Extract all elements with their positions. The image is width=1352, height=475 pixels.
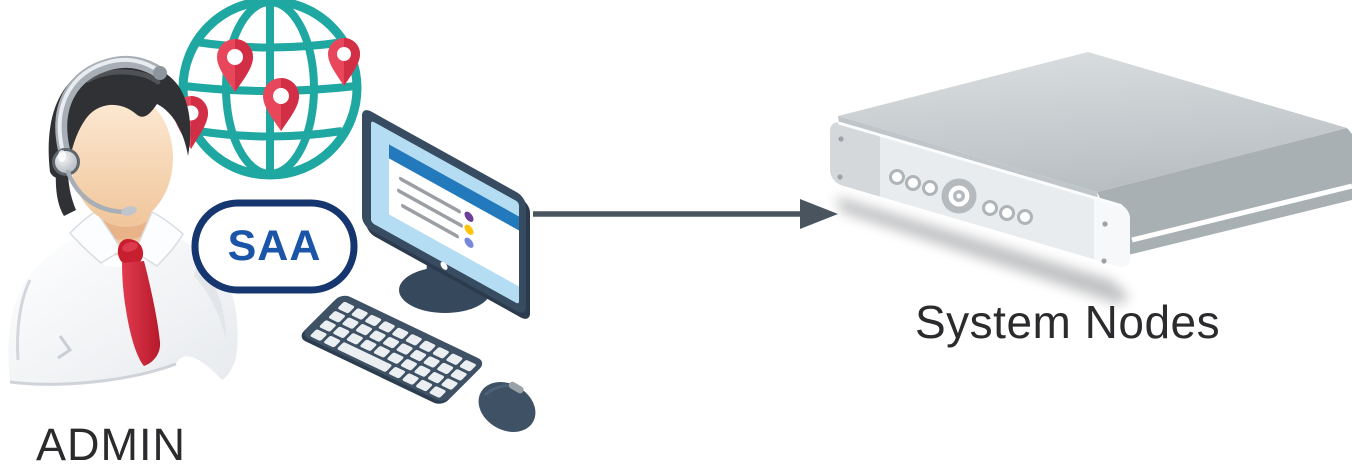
- globe-latitude-upper: [195, 38, 345, 52]
- keyboard-keys: [310, 302, 476, 398]
- location-pin: [263, 77, 300, 131]
- saa-badge: [191, 199, 358, 294]
- face: [71, 92, 173, 224]
- saa-badge-label: SAA: [227, 222, 322, 270]
- collar-left: [68, 209, 124, 264]
- screen-list-lines: [397, 176, 463, 239]
- panel-right-cap: [1094, 196, 1130, 267]
- hair: [48, 61, 191, 178]
- tie: [122, 261, 161, 366]
- mouse-wheel: [508, 381, 524, 394]
- monitor-neck: [425, 262, 474, 309]
- shirt-crease-left: [16, 279, 32, 361]
- mic-tip: [121, 206, 137, 216]
- monitor-icon: [362, 110, 530, 319]
- globe-latitude-lower: [197, 127, 343, 141]
- headset-band-highlight: [57, 57, 161, 149]
- tie-knot-highlight: [122, 242, 138, 252]
- mouse-icon: [478, 381, 536, 432]
- shirt-shading-right: [194, 262, 226, 340]
- shirt-hem-shadow: [9, 362, 177, 386]
- hair-gloss: [85, 69, 161, 85]
- server-top-face: [838, 52, 1347, 192]
- monitor-logo-dot: [440, 261, 448, 270]
- flow-arrow: [533, 199, 838, 229]
- panel-top-highlight: [838, 121, 1122, 208]
- location-pin: [217, 39, 253, 92]
- arrow-head: [800, 199, 838, 229]
- screen-window: [389, 144, 519, 287]
- server-vent-stripe: [1145, 203, 1352, 259]
- server-right-face: [1097, 128, 1352, 255]
- server-node-icon: [830, 52, 1352, 304]
- list-dot-purple: [464, 211, 474, 222]
- mic-boom: [65, 169, 127, 215]
- screen-window-header: [389, 144, 519, 231]
- list-dot-blue: [464, 237, 474, 248]
- panel-leds: [889, 169, 1033, 225]
- panel-screws: [837, 136, 1108, 264]
- headset-band-end: [153, 66, 167, 80]
- admin-operator-icon: [8, 55, 238, 386]
- keyboard-icon: [301, 295, 483, 404]
- globe-location-pins-icon: [174, 0, 362, 180]
- mouse-body: [478, 382, 536, 432]
- server-shadow: [835, 196, 1130, 304]
- system-nodes-label: System Nodes: [915, 296, 1221, 348]
- desktop-computer-icon: [301, 110, 536, 432]
- server-vent-stripe: [1131, 183, 1352, 243]
- earcup-highlight: [58, 150, 66, 162]
- collar-right: [134, 210, 184, 267]
- list-dot-yellow: [464, 224, 474, 235]
- hair-sideburn: [55, 170, 76, 216]
- panel-knob: [941, 178, 977, 214]
- panel-plate: [830, 122, 1130, 267]
- location-pin: [328, 38, 360, 86]
- admin-label: ADMIN: [36, 419, 186, 470]
- shirt-wrinkle: [57, 335, 73, 360]
